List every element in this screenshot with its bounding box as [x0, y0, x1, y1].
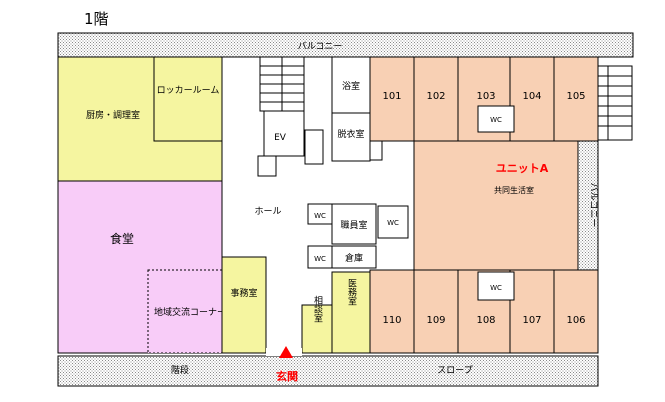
- medical-room: [331, 271, 371, 354]
- community-corner: [147, 269, 223, 354]
- unit-name: ユニットA: [496, 162, 549, 175]
- locker-room: [153, 56, 223, 142]
- common-living-room: [413, 140, 579, 271]
- office-label: 事務室: [230, 287, 257, 299]
- changing-label: 脱衣室: [337, 128, 364, 140]
- room-105: 105: [566, 91, 585, 102]
- room-106: 106: [566, 315, 585, 326]
- unit-rooms-top: [369, 56, 599, 142]
- hall-label: ホール: [254, 206, 281, 217]
- wc-right: [377, 205, 409, 239]
- room-102: 102: [426, 91, 445, 102]
- changing-stub: [369, 139, 383, 161]
- unit-rooms-bottom: [369, 269, 599, 354]
- right-stairs: [597, 65, 633, 141]
- room-104: 104: [522, 91, 541, 102]
- wc-right-label: WC: [387, 219, 399, 227]
- ev-stub: [304, 129, 324, 165]
- medical-label: 医務室: [346, 278, 357, 305]
- balcony-top-label: バルコニー: [298, 41, 343, 52]
- wc-bottom-unit-label: WC: [490, 284, 502, 292]
- locker-label: ロッカールーム: [157, 85, 220, 96]
- room-101: 101: [382, 91, 401, 102]
- entrance-arrow-icon: [279, 346, 293, 358]
- elevator-label: EV: [274, 133, 287, 143]
- elevator: [263, 110, 305, 157]
- office-room: [221, 256, 267, 354]
- slope-label: スロープ: [437, 365, 472, 376]
- storage-label: 倉庫: [345, 252, 363, 264]
- room-110: 110: [382, 315, 401, 326]
- storage-room: [331, 245, 377, 269]
- consultation-label: 相談室: [312, 294, 323, 322]
- wc-left-1-label: WC: [314, 212, 326, 220]
- changing-room: [331, 112, 371, 162]
- entrance-label: 玄関: [276, 369, 298, 383]
- wc-top-unit: [477, 105, 515, 133]
- kitchen-label: 厨房・調理室: [86, 109, 140, 121]
- room-107: 107: [522, 315, 541, 326]
- balcony-top: [57, 32, 634, 58]
- balcony-right-label: バルコニー: [588, 183, 599, 228]
- common-living-label: 共同生活室: [494, 185, 534, 195]
- ev-shaft: [257, 155, 277, 177]
- stairs-block: [259, 56, 305, 112]
- wc-top-unit-label: WC: [490, 116, 502, 124]
- room-108: 108: [476, 315, 495, 326]
- staff-room: [331, 203, 377, 245]
- wc-bottom-unit: [477, 271, 515, 301]
- floor-title: 1階: [84, 10, 109, 28]
- stairs-label: 階段: [171, 364, 189, 376]
- bath-label: 浴室: [342, 80, 360, 92]
- bottom-strip: [57, 355, 599, 387]
- consultation-room: [301, 304, 333, 354]
- wc-left-2-label: WC: [314, 255, 326, 263]
- room-109: 109: [426, 315, 445, 326]
- room-103: 103: [476, 91, 495, 102]
- community-corner-label: 地域交流コーナー: [154, 306, 226, 318]
- staff-room-label: 職員室: [340, 219, 367, 231]
- dining-label: 食堂: [110, 231, 134, 246]
